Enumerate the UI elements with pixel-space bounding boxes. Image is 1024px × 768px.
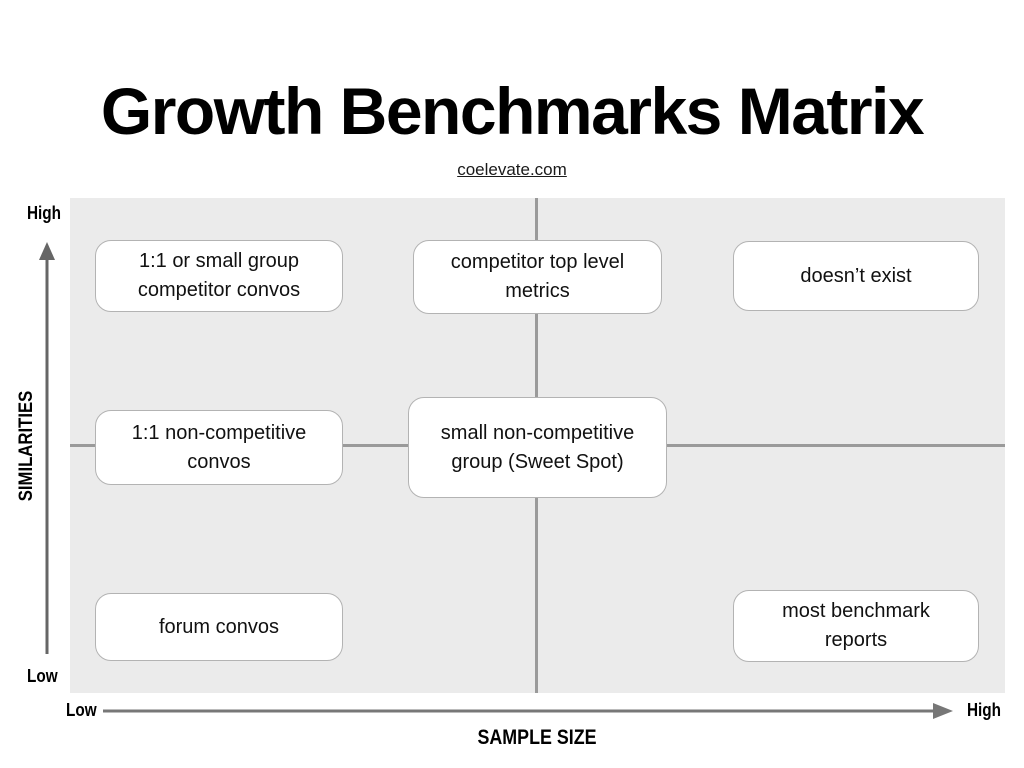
y-axis-arrow-icon xyxy=(39,242,55,654)
x-axis-low-label: Low xyxy=(66,700,97,720)
matrix-box-middle-left: 1:1 non-competitive convos xyxy=(95,410,343,485)
x-axis-title-wrap: SAMPLE SIZE xyxy=(70,726,1005,750)
subtitle-link[interactable]: coelevate.com xyxy=(457,160,567,179)
x-axis-high-label: High xyxy=(967,700,1001,720)
matrix-box-top-left: 1:1 or small group competitor convos xyxy=(95,240,343,312)
x-axis-title: SAMPLE SIZE xyxy=(477,726,598,749)
matrix-box-bottom-left: forum convos xyxy=(95,593,343,661)
x-axis-arrow-icon xyxy=(103,703,953,719)
matrix-box-bottom-right: most benchmark reports xyxy=(733,590,979,662)
matrix-box-top-center: competitor top level metrics xyxy=(413,240,662,314)
matrix-box-middle-center-sweet-spot: small non-competitive group (Sweet Spot) xyxy=(408,397,667,498)
matrix-box-top-right: doesn’t exist xyxy=(733,241,979,311)
matrix-plot-area: 1:1 or small group competitor convos com… xyxy=(70,198,1005,693)
y-axis-low-label: Low xyxy=(27,666,58,686)
y-axis-title: SIMILARITIES xyxy=(16,390,37,502)
page-title: Growth Benchmarks Matrix xyxy=(100,74,925,148)
y-axis-high-label: High xyxy=(27,203,61,223)
